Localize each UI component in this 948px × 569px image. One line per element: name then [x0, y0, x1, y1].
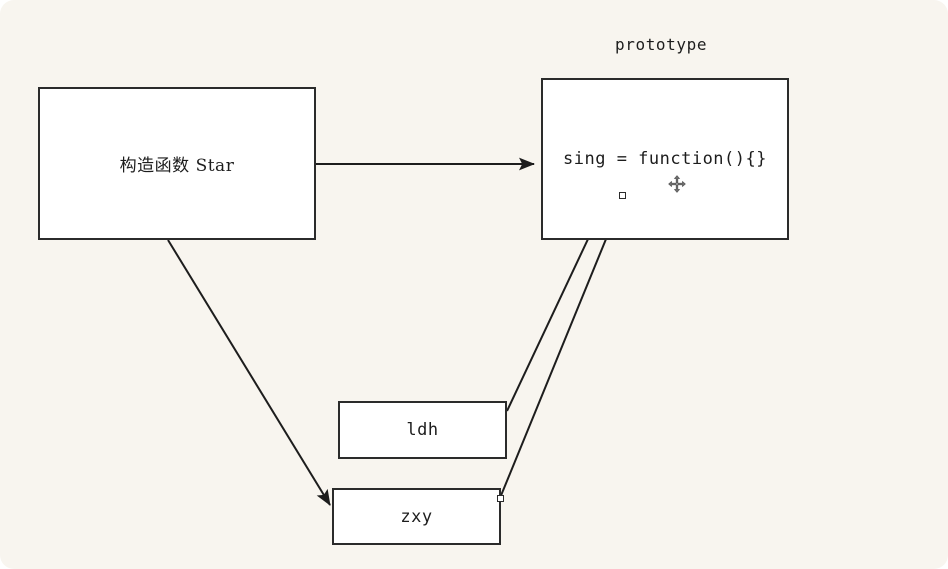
edge-zxy-to-prototype[interactable] — [499, 199, 623, 499]
node-constructor-label: 构造函数 Star — [119, 156, 235, 176]
node-zxy[interactable]: zxy — [332, 488, 501, 545]
selection-handle-arrow-start[interactable] — [497, 495, 504, 502]
node-prototype-label: sing = function(){} — [563, 149, 767, 169]
node-constructor[interactable]: 构造函数 Star — [38, 87, 316, 240]
selection-handle-arrow-tip[interactable] — [619, 192, 626, 199]
node-ldh[interactable]: ldh — [338, 401, 507, 459]
node-prototype[interactable]: sing = function(){} — [541, 78, 789, 240]
node-zxy-label: zxy — [400, 506, 433, 527]
move-cursor-icon — [668, 175, 686, 193]
node-ldh-label: ldh — [406, 420, 439, 440]
edge-constructor-to-zxy[interactable] — [167, 239, 331, 506]
prototype-caption: prototype — [615, 35, 708, 54]
